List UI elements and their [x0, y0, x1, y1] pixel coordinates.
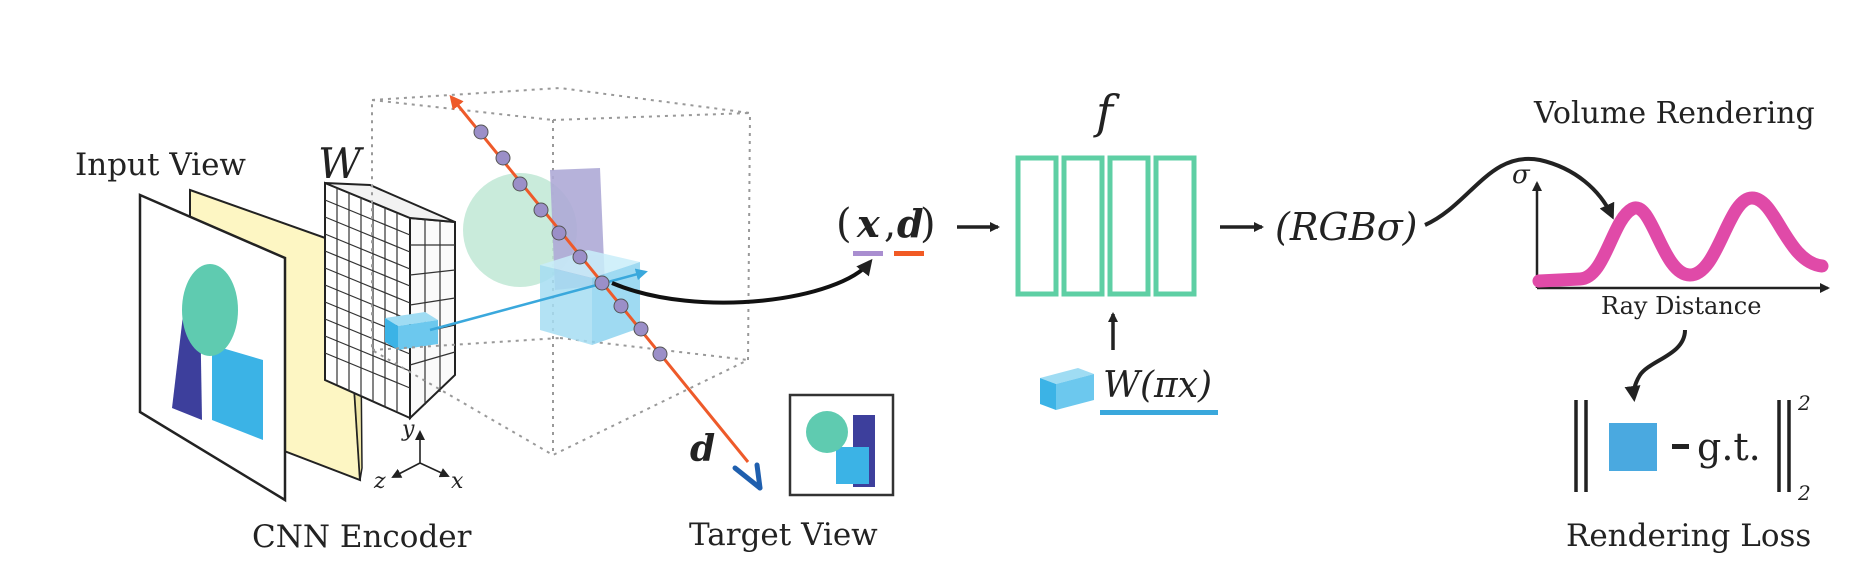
render-arrow	[1424, 156, 1615, 227]
axis-x-label: x	[451, 469, 464, 494]
rendering-loss-label: Rendering Loss	[1566, 518, 1811, 554]
loss-arrow	[1624, 329, 1687, 402]
norm-subscript: 2	[1797, 481, 1811, 505]
sample-point	[594, 275, 610, 291]
direction-label: d	[690, 428, 715, 470]
ground-truth-label: g.t.	[1697, 425, 1761, 469]
volume-rendering-label: Volume Rendering	[1533, 96, 1815, 131]
feature-query-label: W(πx)	[1103, 365, 1212, 406]
axis-y-label: y	[401, 417, 415, 442]
sample-point	[572, 249, 588, 265]
feature-grid	[324, 181, 456, 421]
ray-distance-label: Ray Distance	[1601, 292, 1761, 320]
blue-square-shape	[212, 345, 263, 440]
ray-sample-points	[473, 124, 668, 362]
scene-bounding-box	[371, 86, 752, 457]
sample-point	[613, 298, 629, 314]
target-view-image	[788, 393, 895, 497]
cnn-encoder-label: CNN Encoder	[252, 519, 472, 555]
query-d: d	[897, 201, 924, 246]
output-label: (RGBσ)	[1275, 205, 1417, 249]
teal-ellipse-shape	[182, 264, 238, 356]
query-comma: ,	[884, 202, 896, 246]
feature-cube-icon	[1040, 368, 1094, 410]
d-underline	[894, 251, 924, 256]
query-x: x	[856, 201, 881, 246]
x-underline	[853, 251, 883, 256]
sample-point	[652, 346, 668, 362]
query-arrow	[611, 258, 873, 305]
density-plot	[1532, 181, 1830, 293]
camera-icon	[732, 462, 763, 491]
input-view-label: Input View	[75, 147, 246, 183]
rendering-loss-expression	[1574, 400, 1791, 492]
sample-point	[533, 202, 549, 218]
mlp-network	[1015, 155, 1197, 297]
sample-point	[633, 321, 649, 337]
input-image-panel	[138, 193, 287, 503]
pixel-square-icon	[1609, 423, 1657, 471]
scene-sphere	[463, 173, 577, 287]
norm-superscript: 2	[1797, 391, 1811, 415]
feature-grid-label: W	[318, 139, 365, 188]
feature-underline	[1100, 410, 1218, 415]
sample-point	[495, 150, 511, 166]
axis-z-label: z	[373, 469, 386, 494]
query-close-paren: )	[920, 201, 936, 247]
sigma-axis-label: σ	[1512, 160, 1531, 190]
coordinate-axes	[391, 430, 450, 478]
projected-feature-cube-icon	[385, 312, 438, 350]
sample-point	[551, 225, 567, 241]
mlp-label: f	[1093, 85, 1120, 139]
target-view-label: Target View	[689, 517, 878, 553]
density-curve	[1532, 191, 1829, 288]
query-open-paren: (	[836, 201, 852, 247]
sample-point	[512, 176, 528, 192]
query-input: ( x , d )	[836, 201, 936, 256]
minus-sign	[1672, 444, 1689, 449]
sample-point	[473, 124, 489, 140]
